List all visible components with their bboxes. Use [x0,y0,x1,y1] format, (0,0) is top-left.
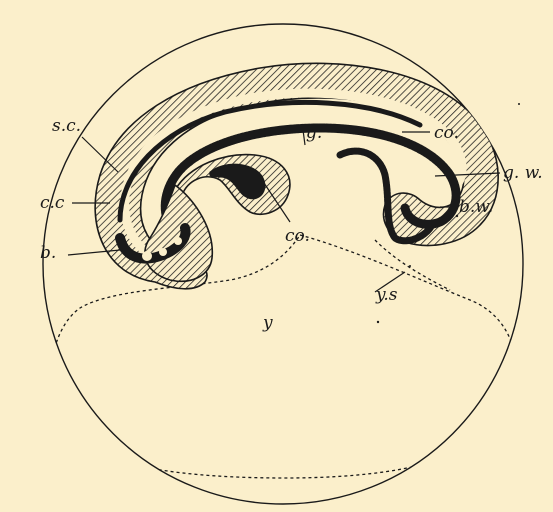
label-co-top: co. [434,123,459,143]
speck-1 [377,321,379,323]
label-bw: b.w. [459,197,493,217]
label-g: g. [306,123,322,143]
b-bead-3 [174,237,182,245]
label-cc: c.c [40,193,65,213]
speck-4 [409,265,411,267]
b-bead-1 [142,251,152,261]
speck-2 [456,215,458,217]
label-gw: g. w. [503,163,543,183]
speck-3 [518,103,520,105]
b-bead-2 [159,248,167,256]
label-ys: y.s [375,285,398,305]
label-y: y [262,313,273,333]
label-co-mid: co. [285,226,310,246]
label-sc: s.c. [52,116,81,136]
label-b: b. [40,243,56,263]
